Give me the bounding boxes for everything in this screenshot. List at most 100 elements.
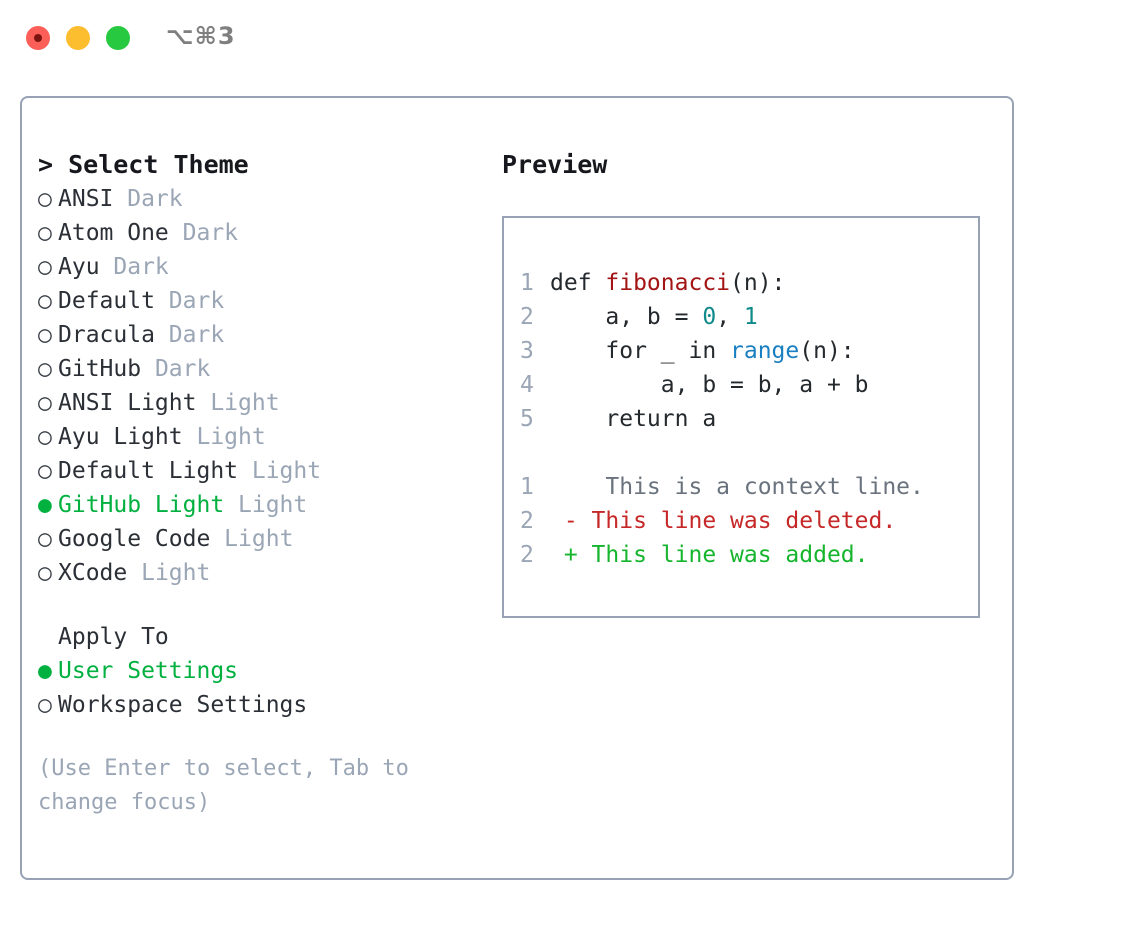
theme-option-tag: Light bbox=[238, 458, 322, 484]
theme-option-google-code[interactable]: ○Google Code Light bbox=[38, 522, 478, 556]
code-line-text: for _ in range(n): bbox=[550, 338, 855, 364]
code-line: 1 def fibonacci(n): bbox=[520, 266, 978, 300]
theme-option-label: GitHub bbox=[58, 356, 142, 382]
apply-to-option-user-settings[interactable]: ●User Settings bbox=[38, 654, 478, 688]
radio-selected-icon: ● bbox=[38, 658, 52, 684]
select-theme-heading: > Select Theme bbox=[38, 150, 249, 179]
code-line-text: a, b = b, a + b bbox=[550, 372, 869, 398]
radio-empty-icon: ○ bbox=[38, 356, 52, 382]
theme-option-label: Ayu bbox=[58, 254, 100, 280]
code-line-number: 5 bbox=[520, 406, 534, 432]
maximize-button[interactable] bbox=[106, 26, 130, 50]
radio-empty-icon: ○ bbox=[38, 526, 52, 552]
theme-option-default-light[interactable]: ○Default Light Light bbox=[38, 454, 478, 488]
theme-option-tag: Dark bbox=[168, 220, 239, 246]
theme-list: ○ANSI Dark○Atom One Dark○Ayu Dark○Defaul… bbox=[38, 182, 478, 590]
radio-empty-icon: ○ bbox=[38, 220, 52, 246]
diff-line-deleted: 2 - This line was deleted. bbox=[520, 504, 978, 538]
code-token: fibonacci bbox=[605, 270, 731, 296]
theme-option-tag: Dark bbox=[141, 356, 211, 382]
theme-option-tag: Light bbox=[182, 424, 266, 450]
theme-option-label: Google Code bbox=[58, 526, 211, 552]
diff-line-number: 2 bbox=[520, 508, 534, 534]
radio-empty-icon: ○ bbox=[38, 186, 52, 212]
diff-sample: 1 This is a context line.2 - This line w… bbox=[520, 470, 978, 572]
theme-option-github-light[interactable]: ●GitHub Light Light bbox=[38, 488, 478, 522]
code-line: 3 for _ in range(n): bbox=[520, 334, 978, 368]
theme-option-tag: Light bbox=[224, 492, 308, 518]
code-line-number: 2 bbox=[520, 304, 534, 330]
apply-to-list: ●User Settings○Workspace Settings bbox=[38, 654, 478, 722]
theme-option-tag: Light bbox=[210, 526, 294, 552]
theme-option-label: Ayu Light bbox=[58, 424, 183, 450]
keyboard-shortcut-label: ⌥⌘3 bbox=[166, 22, 236, 50]
radio-empty-icon: ○ bbox=[38, 692, 52, 718]
code-line: 4 a, b = b, a + b bbox=[520, 368, 978, 402]
code-line-number: 4 bbox=[520, 372, 534, 398]
theme-option-label: XCode bbox=[58, 560, 128, 586]
apply-to-option-label: User Settings bbox=[58, 658, 239, 684]
theme-option-ayu-light[interactable]: ○Ayu Light Light bbox=[38, 420, 478, 454]
apply-to-option-workspace-settings[interactable]: ○Workspace Settings bbox=[38, 688, 478, 722]
radio-empty-icon: ○ bbox=[38, 560, 52, 586]
apply-to-option-label: Workspace Settings bbox=[58, 692, 308, 718]
code-line-text: return a bbox=[550, 406, 717, 432]
theme-option-tag: Dark bbox=[154, 288, 225, 314]
theme-option-tag: Dark bbox=[99, 254, 169, 280]
theme-option-label: GitHub Light bbox=[58, 492, 225, 518]
theme-option-github[interactable]: ○GitHub Dark bbox=[38, 352, 478, 386]
theme-option-label: ANSI Light bbox=[58, 390, 197, 416]
radio-empty-icon: ○ bbox=[38, 254, 52, 280]
theme-option-default[interactable]: ○Default Dark bbox=[38, 284, 478, 318]
radio-empty-icon: ○ bbox=[38, 322, 52, 348]
theme-option-tag: Light bbox=[196, 390, 280, 416]
code-spacer bbox=[520, 436, 978, 470]
radio-empty-icon: ○ bbox=[38, 424, 52, 450]
theme-option-label: Default bbox=[58, 288, 155, 314]
diff-line-added: 2 + This line was added. bbox=[520, 538, 978, 572]
code-line-number: 3 bbox=[520, 338, 534, 364]
keyboard-hint-text: (Use Enter to select, Tab to change focu… bbox=[38, 756, 409, 815]
spacer bbox=[38, 590, 478, 620]
code-token: 0 bbox=[702, 304, 717, 330]
theme-option-dracula[interactable]: ○Dracula Dark bbox=[38, 318, 478, 352]
theme-option-label: Default Light bbox=[58, 458, 239, 484]
theme-option-xcode[interactable]: ○XCode Light bbox=[38, 556, 478, 590]
theme-picker-pane: > Select Theme ○ANSI Dark○Atom One Dark○… bbox=[38, 148, 478, 820]
code-line: 2 a, b = 0, 1 bbox=[520, 300, 978, 334]
theme-option-atom-one[interactable]: ○Atom One Dark bbox=[38, 216, 478, 250]
code-token: 1 bbox=[743, 304, 758, 330]
theme-option-ansi-light[interactable]: ○ANSI Light Light bbox=[38, 386, 478, 420]
code-line-text: def fibonacci(n): bbox=[550, 270, 786, 296]
code-line: 5 return a bbox=[520, 402, 978, 436]
theme-option-tag: Dark bbox=[154, 322, 225, 348]
radio-empty-icon: ○ bbox=[38, 390, 52, 416]
diff-line-number: 1 bbox=[520, 474, 534, 500]
preview-title: Preview bbox=[502, 150, 608, 179]
radio-empty-icon: ○ bbox=[38, 288, 52, 314]
code-line-number: 1 bbox=[520, 270, 534, 296]
minimize-button[interactable] bbox=[66, 26, 90, 50]
diff-line-number: 2 bbox=[520, 542, 534, 568]
theme-option-tag: Light bbox=[127, 560, 211, 586]
theme-option-label: Atom One bbox=[58, 220, 169, 246]
code-token: range bbox=[730, 338, 800, 364]
close-button[interactable] bbox=[26, 26, 50, 50]
theme-option-ayu[interactable]: ○Ayu Dark bbox=[38, 250, 478, 284]
radio-selected-icon: ● bbox=[38, 492, 52, 518]
theme-option-tag: Dark bbox=[113, 186, 183, 212]
theme-option-ansi[interactable]: ○ANSI Dark bbox=[38, 182, 478, 216]
apply-to-heading: Apply To bbox=[58, 624, 169, 650]
diff-line-text: + This line was added. bbox=[550, 542, 869, 568]
diff-line-context: 1 This is a context line. bbox=[520, 470, 978, 504]
title-bar: ⌥⌘3 bbox=[0, 0, 1140, 78]
code-line-text: a, b = 0, 1 bbox=[550, 304, 758, 330]
diff-line-text: This is a context line. bbox=[550, 474, 924, 500]
theme-option-label: Dracula bbox=[58, 322, 155, 348]
diff-line-text: - This line was deleted. bbox=[550, 508, 897, 534]
theme-option-label: ANSI bbox=[58, 186, 114, 212]
